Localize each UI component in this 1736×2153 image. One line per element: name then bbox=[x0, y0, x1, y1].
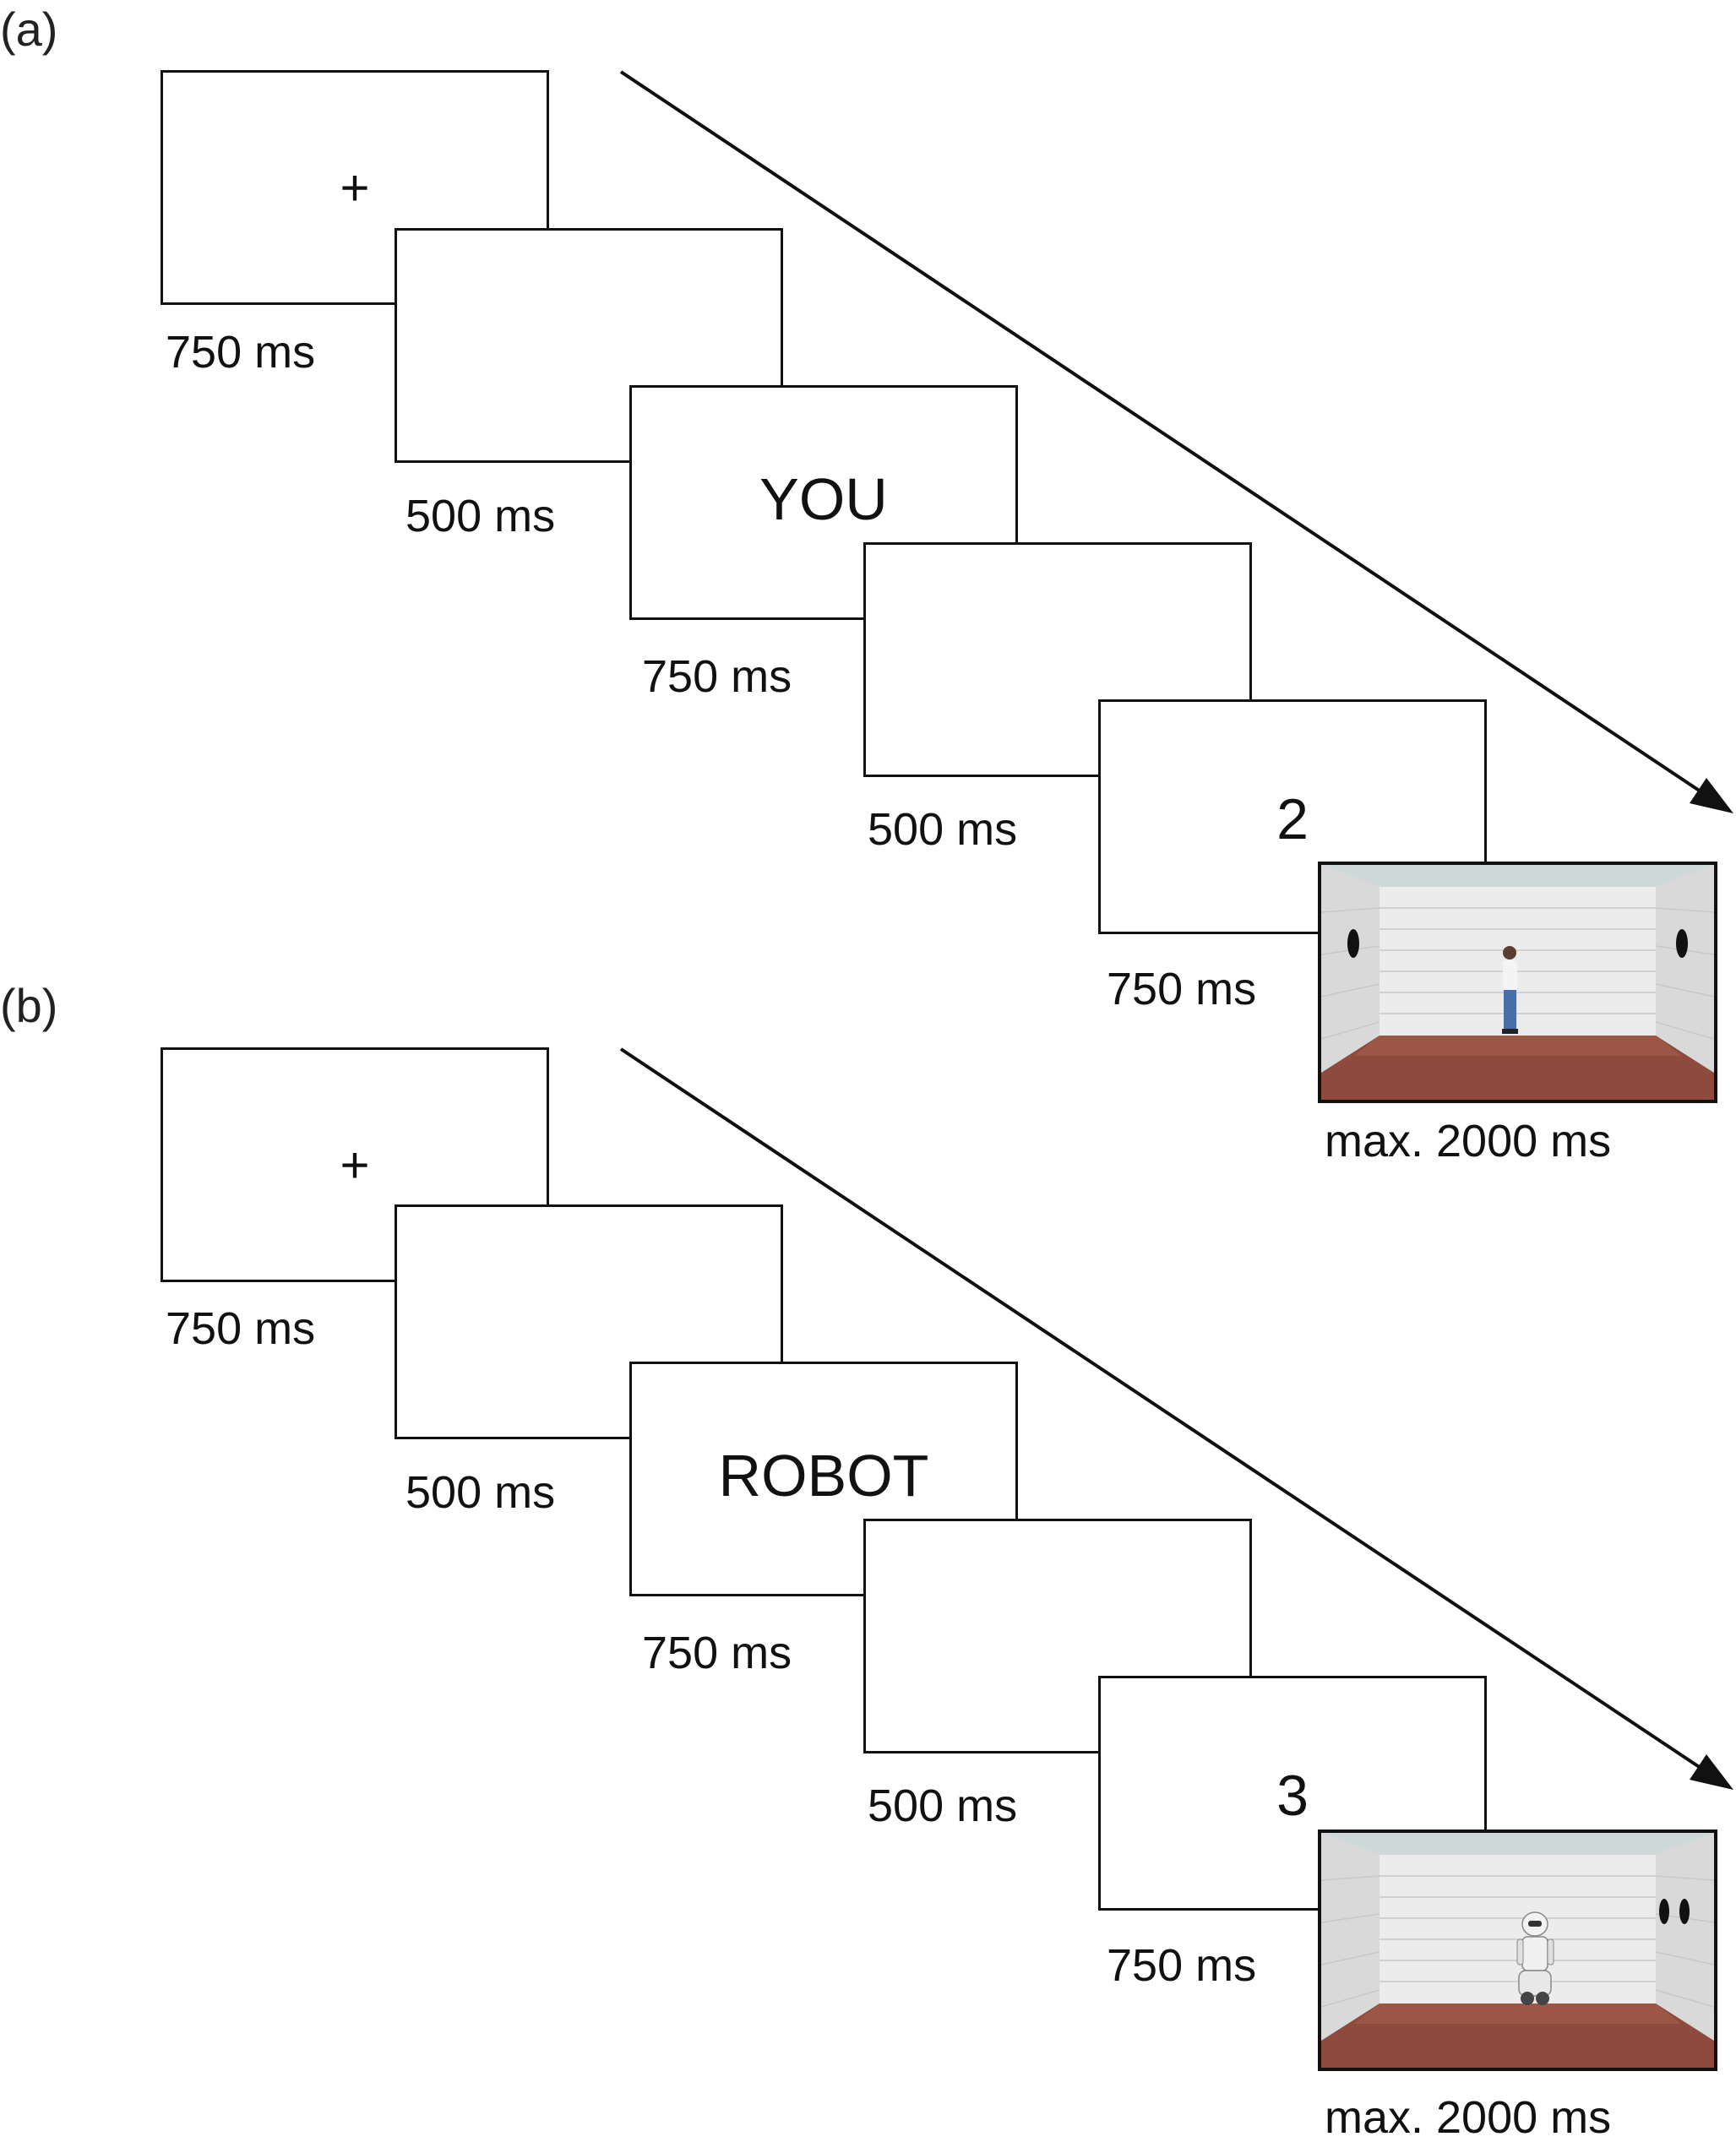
room-scene-robot bbox=[1318, 1830, 1717, 2071]
panel-a: (a) + 750 ms 500 ms YOU 750 ms 500 ms 2 … bbox=[0, 0, 1736, 1014]
fixation-cross: + bbox=[340, 1137, 370, 1193]
human-figure bbox=[1502, 946, 1518, 1034]
duration-label: 500 ms bbox=[405, 1467, 556, 1518]
panel-label: (b) bbox=[0, 979, 58, 1032]
duration-label: 500 ms bbox=[868, 804, 1018, 855]
target-number: 2 bbox=[1276, 787, 1309, 851]
scene-duration-label: max. 2000 ms bbox=[1325, 1116, 1612, 1166]
duration-label: 750 ms bbox=[166, 1303, 316, 1354]
target-number: 3 bbox=[1276, 1764, 1309, 1828]
cue-word: YOU bbox=[759, 466, 888, 532]
fixation-cross: + bbox=[340, 160, 370, 216]
time-arrow bbox=[619, 1047, 1733, 1790]
time-arrow bbox=[619, 70, 1733, 813]
cue-screen: ROBOT bbox=[629, 1362, 1018, 1596]
panel-b: (b) + 750 ms 500 ms ROBOT 750 ms 500 ms … bbox=[0, 976, 1736, 1991]
duration-label: 750 ms bbox=[166, 327, 316, 378]
duration-label: 750 ms bbox=[642, 651, 792, 702]
duration-label: 500 ms bbox=[405, 491, 556, 541]
duration-label: 750 ms bbox=[1107, 964, 1257, 1014]
duration-label: 500 ms bbox=[868, 1781, 1018, 1831]
duration-label: 750 ms bbox=[642, 1628, 792, 1678]
panel-label: (a) bbox=[0, 3, 58, 56]
scene-duration-label: max. 2000 ms bbox=[1325, 2092, 1612, 2143]
room-scene-human bbox=[1318, 862, 1717, 1103]
robot-figure bbox=[1516, 1911, 1554, 2005]
cue-word: ROBOT bbox=[718, 1443, 929, 1509]
duration-label: 750 ms bbox=[1107, 1940, 1257, 1991]
